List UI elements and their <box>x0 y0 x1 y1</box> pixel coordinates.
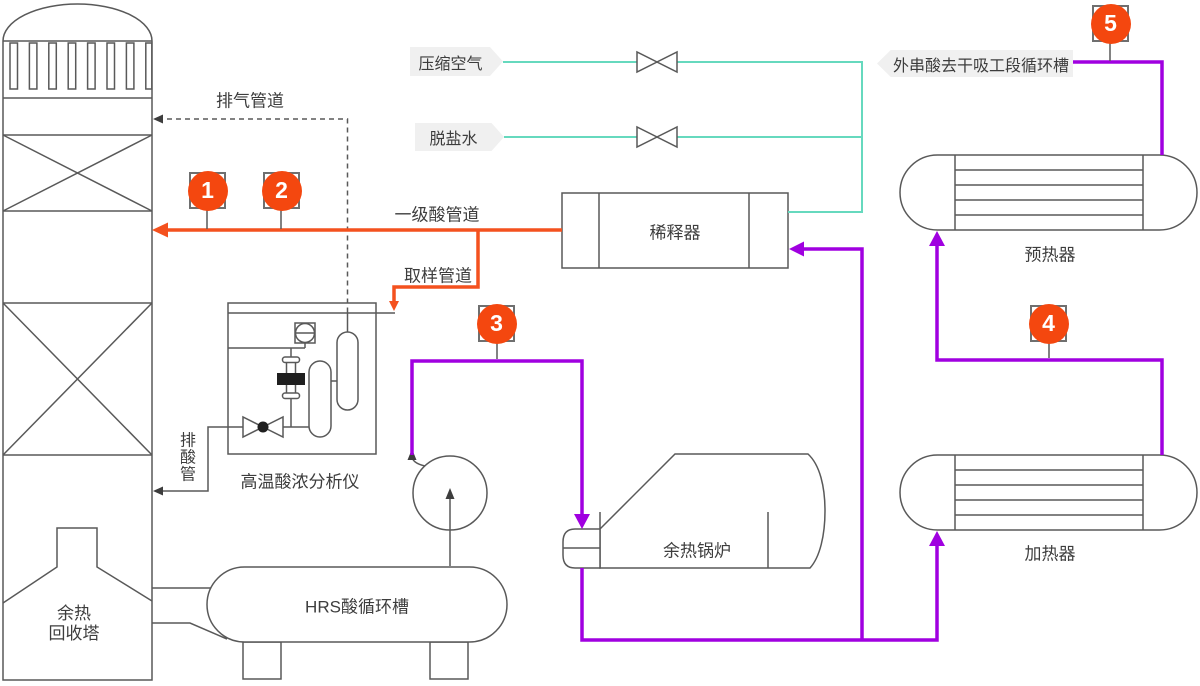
label-tower: 余热 回收塔 <box>49 604 100 644</box>
marker-4-number: 4 <box>1028 303 1069 344</box>
label-boiler: 余热锅炉 <box>663 541 731 561</box>
acid-analyzer <box>227 302 395 455</box>
tag-external-acid: 外串酸去干吸工段循环槽 <box>877 50 1073 77</box>
marker-1-number: 1 <box>187 170 228 211</box>
hrs-acid-tank <box>206 566 508 680</box>
tower-slats <box>9 42 153 90</box>
tag-demineralized-water: 脱盐水 <box>415 123 504 151</box>
diluter-vessel <box>561 192 789 269</box>
marker-3: 3 <box>476 303 517 344</box>
recovery-tower <box>2 3 153 681</box>
tank-leg <box>242 641 282 680</box>
water-valve <box>636 125 678 149</box>
label-exhaust-pipe: 排气管道 <box>216 91 284 111</box>
label-heater: 加热器 <box>1024 544 1076 564</box>
analyzer-valve <box>242 415 284 439</box>
label-tower-line2: 回收塔 <box>48 624 100 643</box>
analyzer-pipette <box>277 348 305 427</box>
label-hrs-tank: HRS酸循环槽 <box>305 597 409 617</box>
tower-hopper <box>2 527 153 604</box>
marker-1: 1 <box>187 170 228 211</box>
tag-external-acid-label: 外串酸去干吸工段循环槽 <box>892 57 1069 75</box>
marker-stems <box>206 42 1111 359</box>
analyzer-vessel-1 <box>308 360 332 438</box>
acid-circulation-lines <box>410 60 1164 642</box>
label-acid-drain-pipe: 排酸管 <box>177 431 194 483</box>
sampling-line <box>389 230 480 311</box>
label-diluter: 稀释器 <box>649 223 701 243</box>
label-analyzer: 高温酸浓分析仪 <box>240 472 360 492</box>
primary-acid-line <box>152 222 562 238</box>
marker-3-number: 3 <box>476 303 517 344</box>
label-tower-line1: 余热 <box>57 604 91 623</box>
tower-tank-duct <box>152 587 228 640</box>
label-sampling-pipe: 取样管道 <box>404 266 472 286</box>
air-valve <box>636 50 678 74</box>
waste-heat-boiler <box>562 453 826 569</box>
pump <box>407 449 488 566</box>
acid-drain-line <box>153 426 228 496</box>
label-primary-acid-pipe: 一级酸管道 <box>394 205 480 225</box>
tag-compressed-air: 压缩空气 <box>410 47 503 76</box>
marker-5: 5 <box>1090 3 1131 44</box>
marker-2: 2 <box>261 170 302 211</box>
tag-demineralized-water-label: 脱盐水 <box>429 131 478 148</box>
marker-4: 4 <box>1028 303 1069 344</box>
tank-leg <box>429 641 469 680</box>
preheater-vessel <box>899 154 1198 231</box>
exhaust-line <box>153 114 349 310</box>
tag-compressed-air-label: 压缩空气 <box>418 55 483 73</box>
marker-2-number: 2 <box>261 170 302 211</box>
label-preheater: 预热器 <box>1024 245 1076 265</box>
analyzer-vessel-2 <box>336 331 359 411</box>
marker-5-number: 5 <box>1090 3 1131 44</box>
heater-vessel <box>899 454 1198 531</box>
analyzer-instrument <box>294 322 316 348</box>
